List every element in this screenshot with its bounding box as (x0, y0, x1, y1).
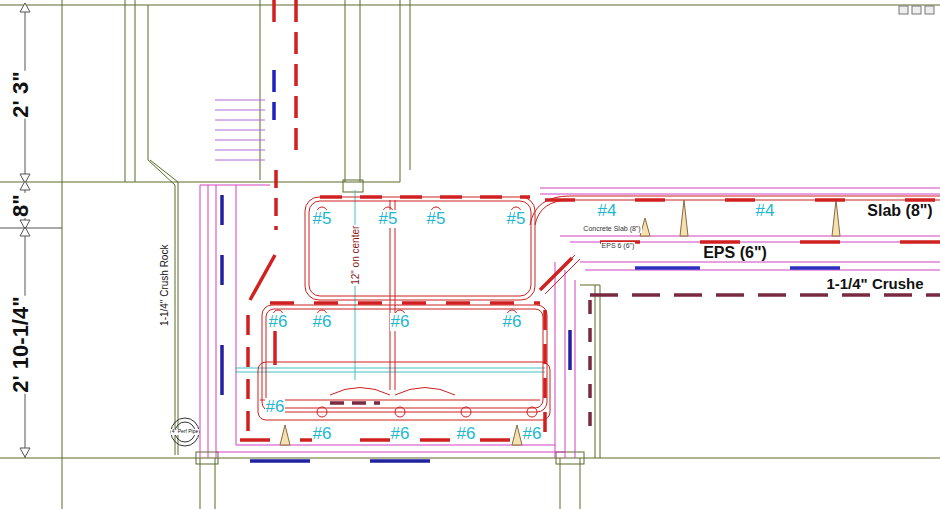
pipe-label: 4" Perf Pipe (171, 429, 200, 434)
dimension: 8" (8, 194, 31, 219)
layer-label: Slab (8") (866, 203, 933, 220)
dimension: 2' 10-1/4" (8, 296, 31, 394)
spacing-note: 12" on center (352, 224, 363, 285)
bar-size: #6 (390, 313, 411, 331)
bar-size: #6 (312, 313, 333, 331)
bar-size: #5 (378, 210, 399, 228)
material-note: EPS 6 (6") (601, 242, 636, 249)
material-note: 1-1/4" Crush Rock (161, 243, 172, 326)
bar-size: #6 (502, 313, 523, 331)
layer-label: 1-1/4" Crushe (825, 276, 924, 292)
bar-size: #6 (268, 313, 289, 331)
bar-size: #5 (506, 210, 527, 228)
bar-size: #4 (755, 202, 776, 220)
bar-size: #4 (597, 202, 618, 220)
material-note: Concrete Slab (8") (582, 225, 641, 232)
bar-size: #6 (522, 425, 543, 443)
bar-size: #6 (390, 425, 411, 443)
layer-label: EPS (6") (702, 245, 768, 262)
dimension: 2' 3" (8, 71, 31, 119)
bar-size: #5 (426, 210, 447, 228)
bar-size: #6 (456, 425, 477, 443)
bar-size: #5 (312, 210, 333, 228)
bar-size: #6 (312, 425, 333, 443)
bar-size: #6 (265, 398, 286, 416)
